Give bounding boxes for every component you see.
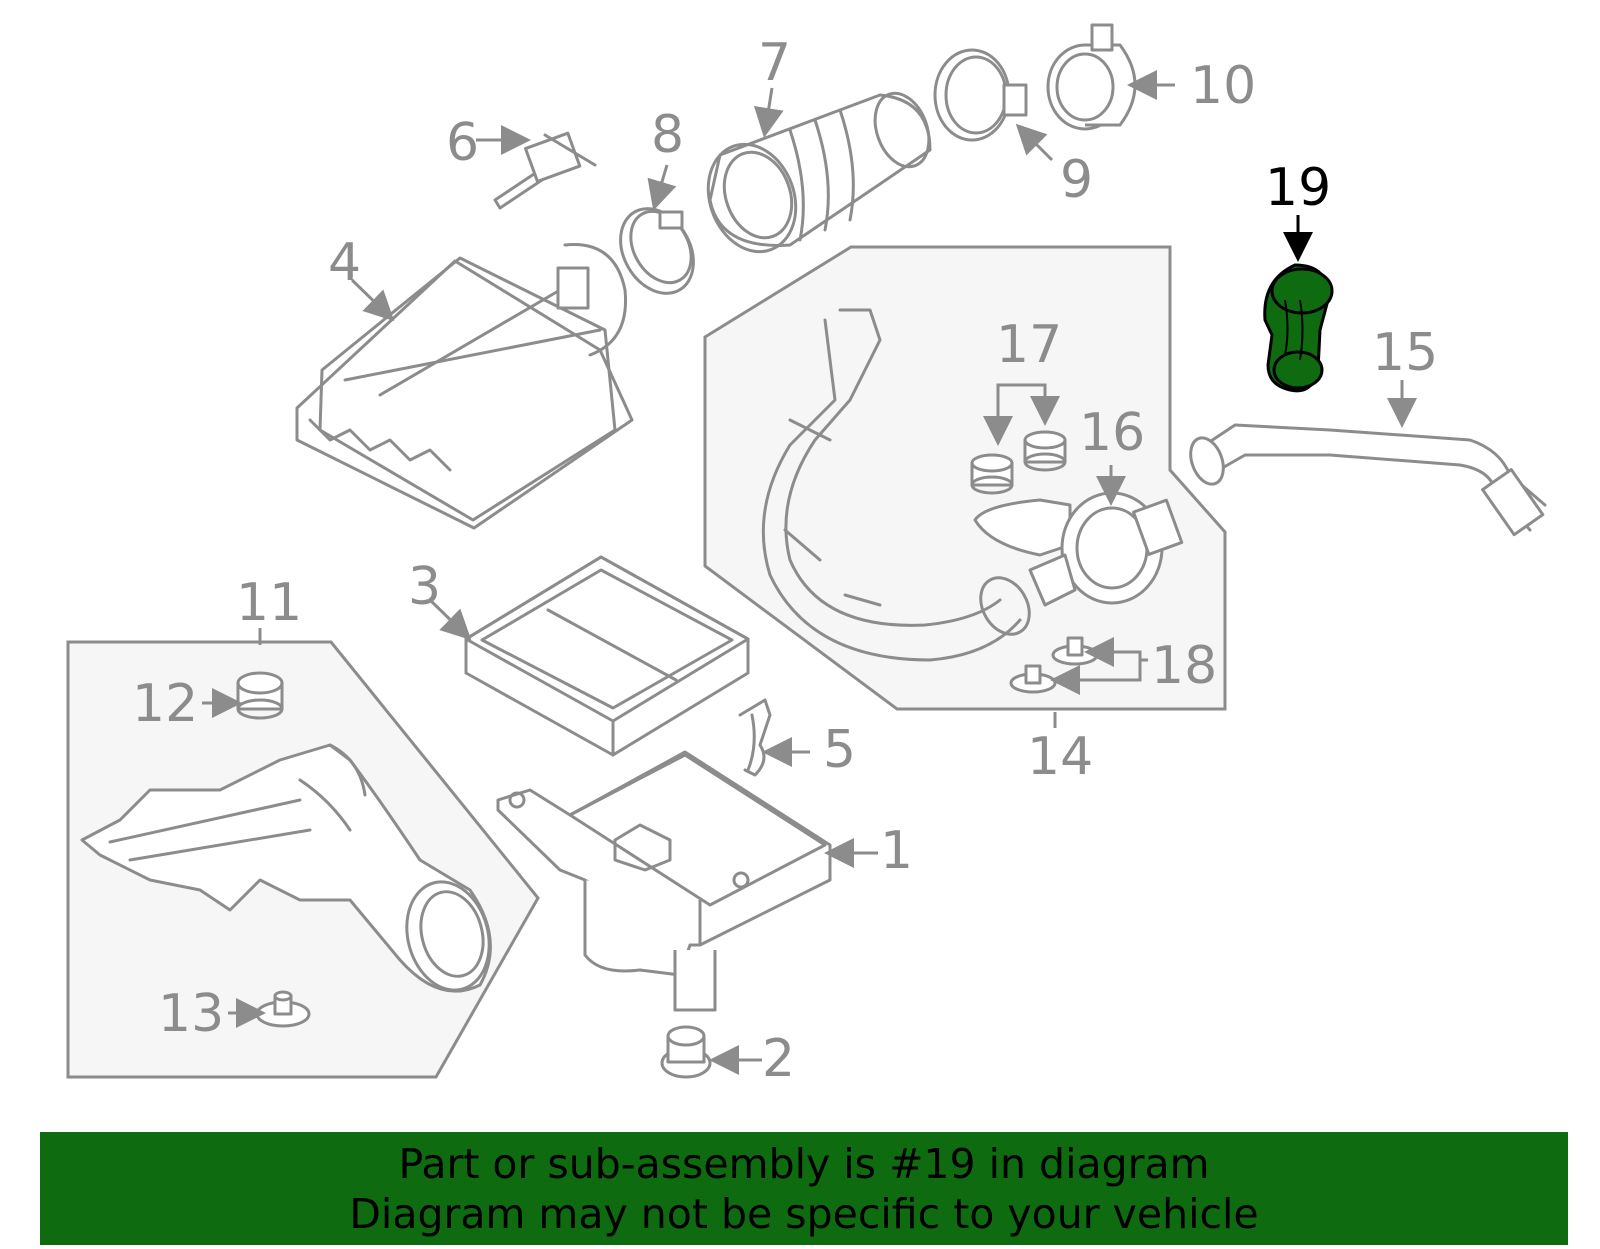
info-banner: Part or sub-assembly is #19 in diagram D…	[40, 1132, 1568, 1245]
part-12-grommet	[236, 671, 284, 720]
callout-11: 11	[236, 573, 302, 633]
callout-9: 9	[1060, 150, 1093, 210]
leader-lines	[202, 70, 1417, 1075]
banner-line-2: Diagram may not be specific to your vehi…	[349, 1189, 1259, 1238]
callout-2: 2	[762, 1029, 795, 1089]
callout-12: 12	[132, 674, 198, 734]
callout-10: 10	[1190, 56, 1256, 116]
part-10-maf-housing	[1046, 23, 1137, 131]
callout-7: 7	[758, 33, 791, 93]
callout-3: 3	[408, 557, 441, 617]
callout-13: 13	[158, 984, 224, 1044]
callout-16: 16	[1079, 403, 1145, 463]
part-14-hose	[761, 308, 1031, 662]
part-5-bracket	[738, 698, 772, 777]
part-11-intake-duct	[80, 743, 492, 993]
callout-14: 14	[1027, 727, 1093, 787]
part-17-grommets	[970, 430, 1067, 495]
callout-8: 8	[651, 105, 684, 165]
part-1-lower-housing	[496, 750, 832, 1012]
callout-1: 1	[880, 821, 913, 881]
part-6-sensor	[493, 131, 597, 210]
callout-6: 6	[446, 113, 479, 173]
group-box-14	[703, 245, 1227, 711]
part-9-clamp	[933, 48, 1028, 142]
part-2-grommet	[660, 1025, 712, 1079]
part-8-clamp	[619, 207, 695, 295]
callout-19: 19	[1265, 158, 1331, 218]
part-3-air-filter	[464, 555, 750, 757]
callout-5: 5	[823, 720, 856, 780]
part-16-valve	[973, 491, 1184, 607]
part-4-air-cleaner-cover	[295, 243, 634, 530]
banner-line-1: Part or sub-assembly is #19 in diagram	[398, 1139, 1210, 1188]
callout-4: 4	[328, 233, 361, 293]
part-19-highlighted-hose	[1263, 263, 1334, 393]
part-7-intake-hose	[706, 91, 932, 254]
part-15-vent-tube	[1189, 423, 1547, 537]
callout-15: 15	[1372, 323, 1438, 383]
callout-18: 18	[1151, 636, 1217, 696]
part-13-push-pin	[255, 990, 311, 1028]
callout-17: 17	[996, 315, 1062, 375]
